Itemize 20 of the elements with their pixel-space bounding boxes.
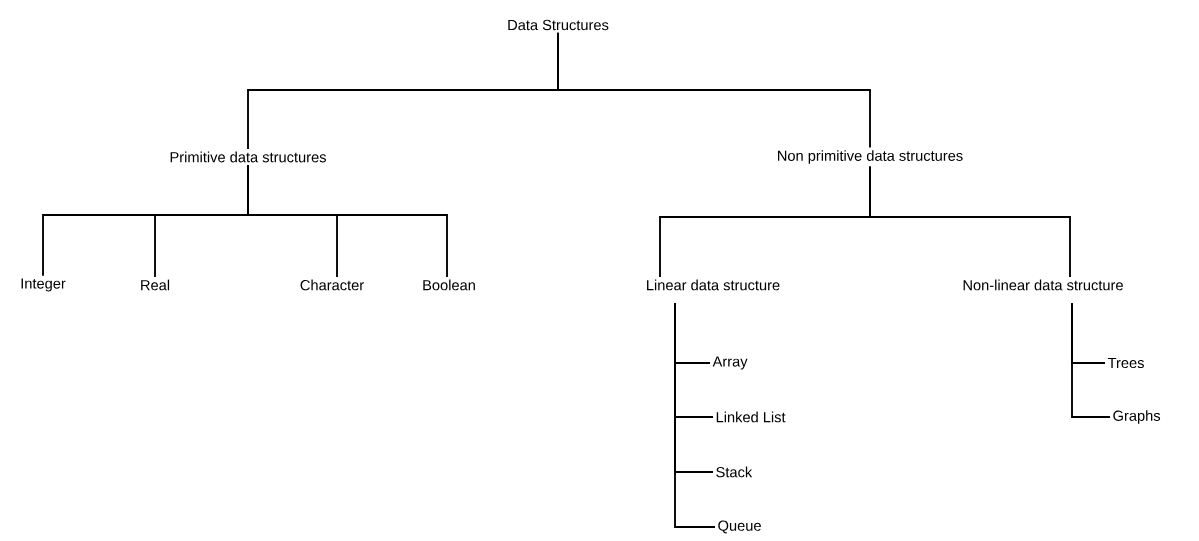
node-label: Graphs [1113,410,1161,424]
node-label: Non-linear data structure [963,279,1123,291]
tree-line [674,302,716,528]
node-label: Queue [718,520,761,534]
tree-line [557,31,871,149]
tree-line [247,164,448,278]
node-label: Primitive data structures [170,151,326,163]
node-label: Data Structures [508,19,609,31]
node-label: Character [300,279,364,291]
node-label: Non primitive data structures [778,150,963,164]
tree-line [1071,302,1111,418]
node-label: Trees [1107,357,1144,369]
node-label: Real [141,279,170,291]
node-label: Stack [716,466,753,478]
node-label: Integer [21,278,66,292]
node-label: Array [712,356,748,370]
tree-line [869,165,1071,278]
node-label: Boolean [423,279,475,291]
node-label: Linked List [716,411,786,423]
node-label: Linear data structure [647,279,780,291]
